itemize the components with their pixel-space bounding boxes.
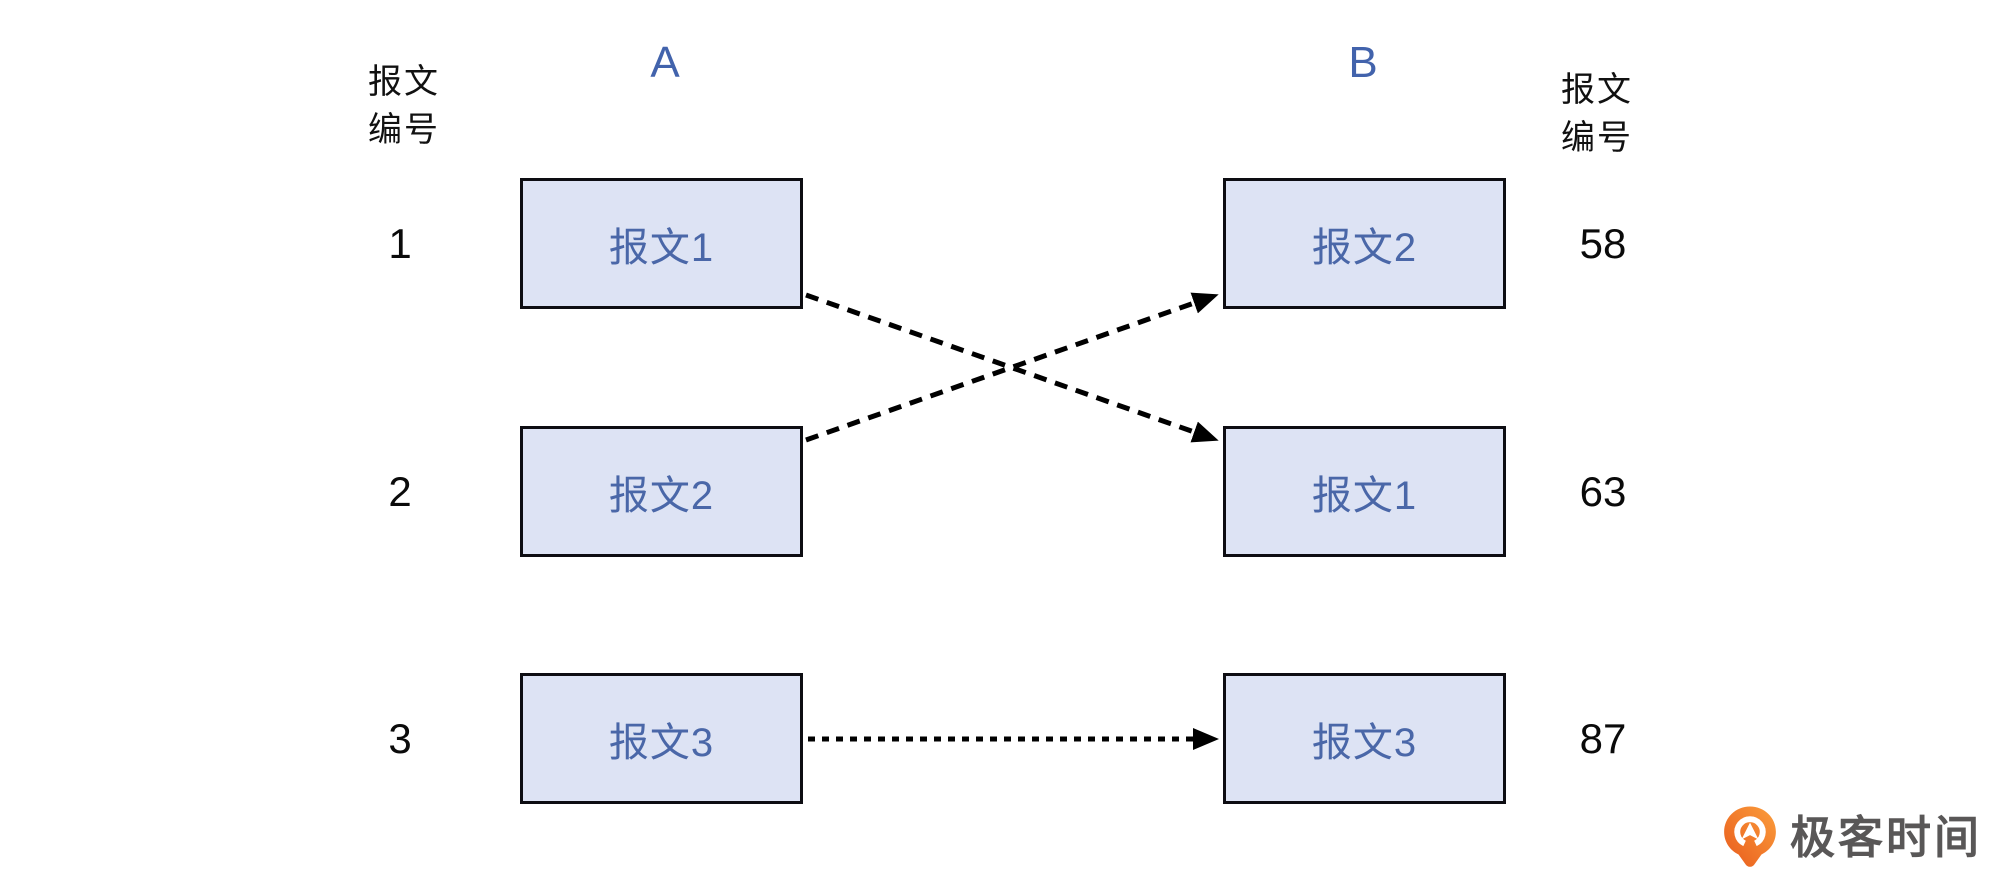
recv-seq-1: 58 [1579, 220, 1627, 267]
geektime-logo: 极客时间 [1722, 804, 1982, 870]
arrow-msg2-a-to-b [805, 292, 1219, 443]
geektime-pin-icon [1724, 806, 1776, 867]
geektime-logo-text: 极客时间 [1790, 811, 1983, 863]
send-seq-1: 1 [388, 220, 412, 267]
send-seq-3: 3 [388, 715, 412, 762]
recv-seq-header: 报文 编号 [1527, 66, 1667, 162]
sender-box-1: 报文1 [520, 178, 803, 309]
send-seq-header-line1: 报文 [368, 63, 440, 101]
arrow-msg1-a-to-b [805, 292, 1219, 443]
receiver-box-3: 报文3 [1223, 673, 1506, 804]
host-a-label: A [650, 38, 680, 87]
recv-seq-2: 63 [1579, 468, 1627, 515]
receiver-box-1: 报文2 [1223, 178, 1506, 309]
send-seq-header-line2: 编号 [368, 111, 440, 149]
host-b-label: B [1348, 38, 1378, 87]
send-seq-2: 2 [388, 468, 412, 515]
recv-seq-3: 87 [1579, 715, 1627, 762]
sender-box-3: 报文3 [520, 673, 803, 804]
receiver-box-2: 报文1 [1223, 426, 1506, 557]
sender-box-2: 报文2 [520, 426, 803, 557]
recv-seq-header-line2: 编号 [1561, 119, 1633, 157]
recv-seq-header-line1: 报文 [1561, 71, 1633, 109]
send-seq-header: 报文 编号 [334, 58, 474, 154]
